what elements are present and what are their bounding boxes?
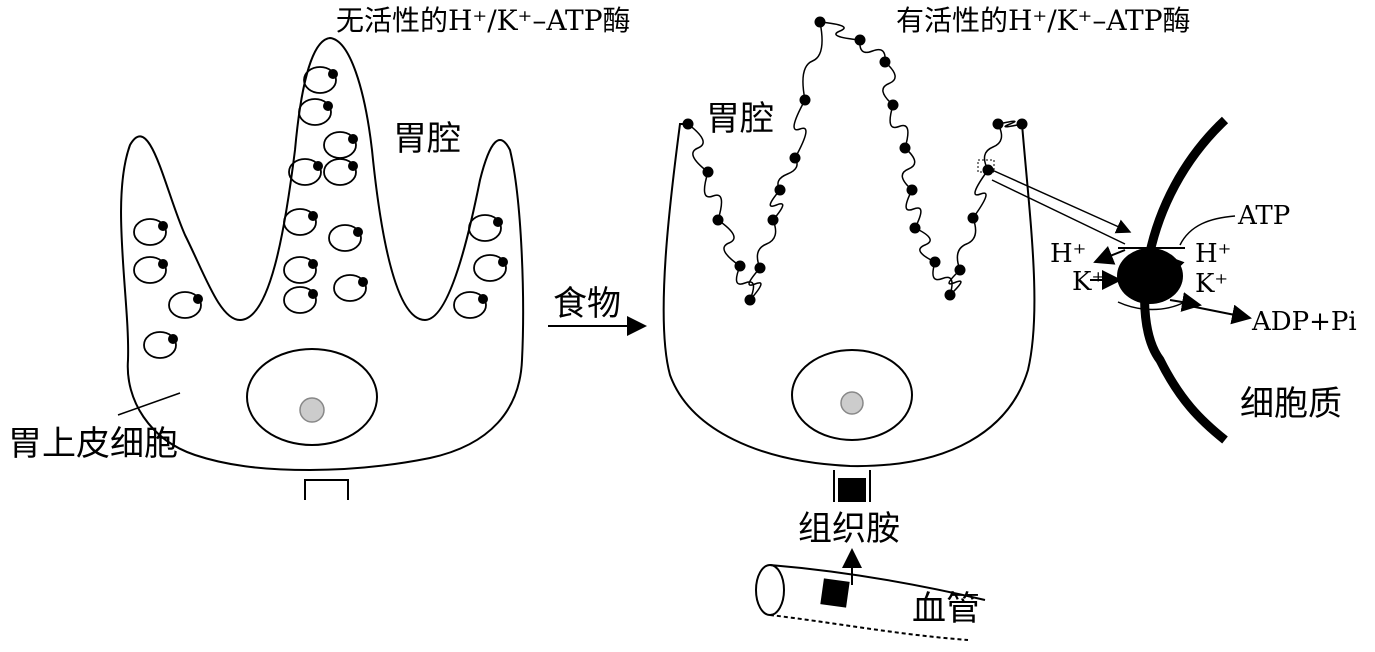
inactive-enzyme-vesicles [134,67,508,358]
active-enzyme-dot [880,57,891,68]
lumen-label-left: 胃腔 [393,119,461,159]
inactive-enzyme-dot [498,257,508,267]
left-epithelial-cell [118,38,523,500]
adp-pi-label: ADP+Pi [1251,307,1357,337]
lumen-label-right: 胃腔 [706,99,774,139]
active-enzyme-dot [703,167,714,178]
inactive-enzyme-dot [308,289,318,299]
active-enzyme-dot [907,185,918,196]
active-enzyme-dot [775,185,786,196]
inactive-enzyme-dot [308,259,318,269]
inactive-enzyme-dot [348,134,358,144]
active-enzyme-dot [1017,119,1028,130]
inactive-enzyme-dot [168,334,178,344]
inactive-enzyme-dot [358,277,368,287]
inactive-enzyme-dot [328,69,338,79]
h-ion-cytoplasm-label: H⁺ [1195,239,1231,269]
active-enzyme-dot [945,290,956,301]
histamine-label: 组织胺 [798,509,900,549]
active-enzyme-label: 有活性的H⁺/K⁺–ATP酶 [896,4,1191,37]
h-k-atpase-pump [1117,248,1183,304]
left-nucleus [247,349,377,445]
histamine-receptor [838,478,866,502]
active-enzyme-dot [955,265,966,276]
active-enzyme-dot [800,95,811,106]
active-enzyme-dot [790,153,801,164]
left-receptor [305,480,348,500]
food-label: 食物 [553,284,621,324]
active-enzyme-dot [683,119,694,130]
active-enzyme-dot [968,213,979,224]
active-enzyme-dot [983,165,994,176]
inactive-enzyme-dot [348,161,358,171]
active-enzyme-dot [745,295,756,306]
inactive-enzyme-dot [323,101,333,111]
blood-vessel-label: 血管 [912,589,980,629]
right-nucleolus [841,392,863,414]
inactive-enzyme-dot [493,217,503,227]
inactive-enzyme-dot [313,161,323,171]
active-enzyme-dot [900,143,911,154]
left-nucleolus [300,398,324,422]
inactive-enzyme-dot [158,221,168,231]
inactive-enzyme-dot [193,294,203,304]
active-enzyme-dot [888,100,899,111]
atp-label: ATP [1237,201,1290,231]
active-enzyme-dot [755,263,766,274]
cytoplasm-label: 细胞质 [1240,384,1342,424]
active-enzyme-dot [910,223,921,234]
k-ion-lumen-label: K⁺ [1072,267,1105,297]
inactive-enzyme-dot [158,259,168,269]
inactive-enzyme-dot [308,211,318,221]
active-enzyme-dot [768,215,779,226]
active-enzyme-dot [855,35,866,46]
active-enzyme-dot [713,215,724,226]
k-ion-cytoplasm-label: K⁺ [1195,269,1228,299]
inactive-enzyme-label: 无活性的H⁺/K⁺–ATP酶 [336,4,631,37]
active-enzyme-dot [815,17,826,28]
inactive-enzyme-dot [478,294,488,304]
histamine-particle [820,578,849,607]
epithelial-cell-label: 胃上皮细胞 [8,424,178,464]
h-ion-lumen-label: H⁺ [1050,239,1086,269]
active-enzyme-dot [993,119,1004,130]
inactive-enzyme-dot [353,227,363,237]
active-enzyme-dot [930,257,941,268]
active-enzyme-dot [735,261,746,272]
